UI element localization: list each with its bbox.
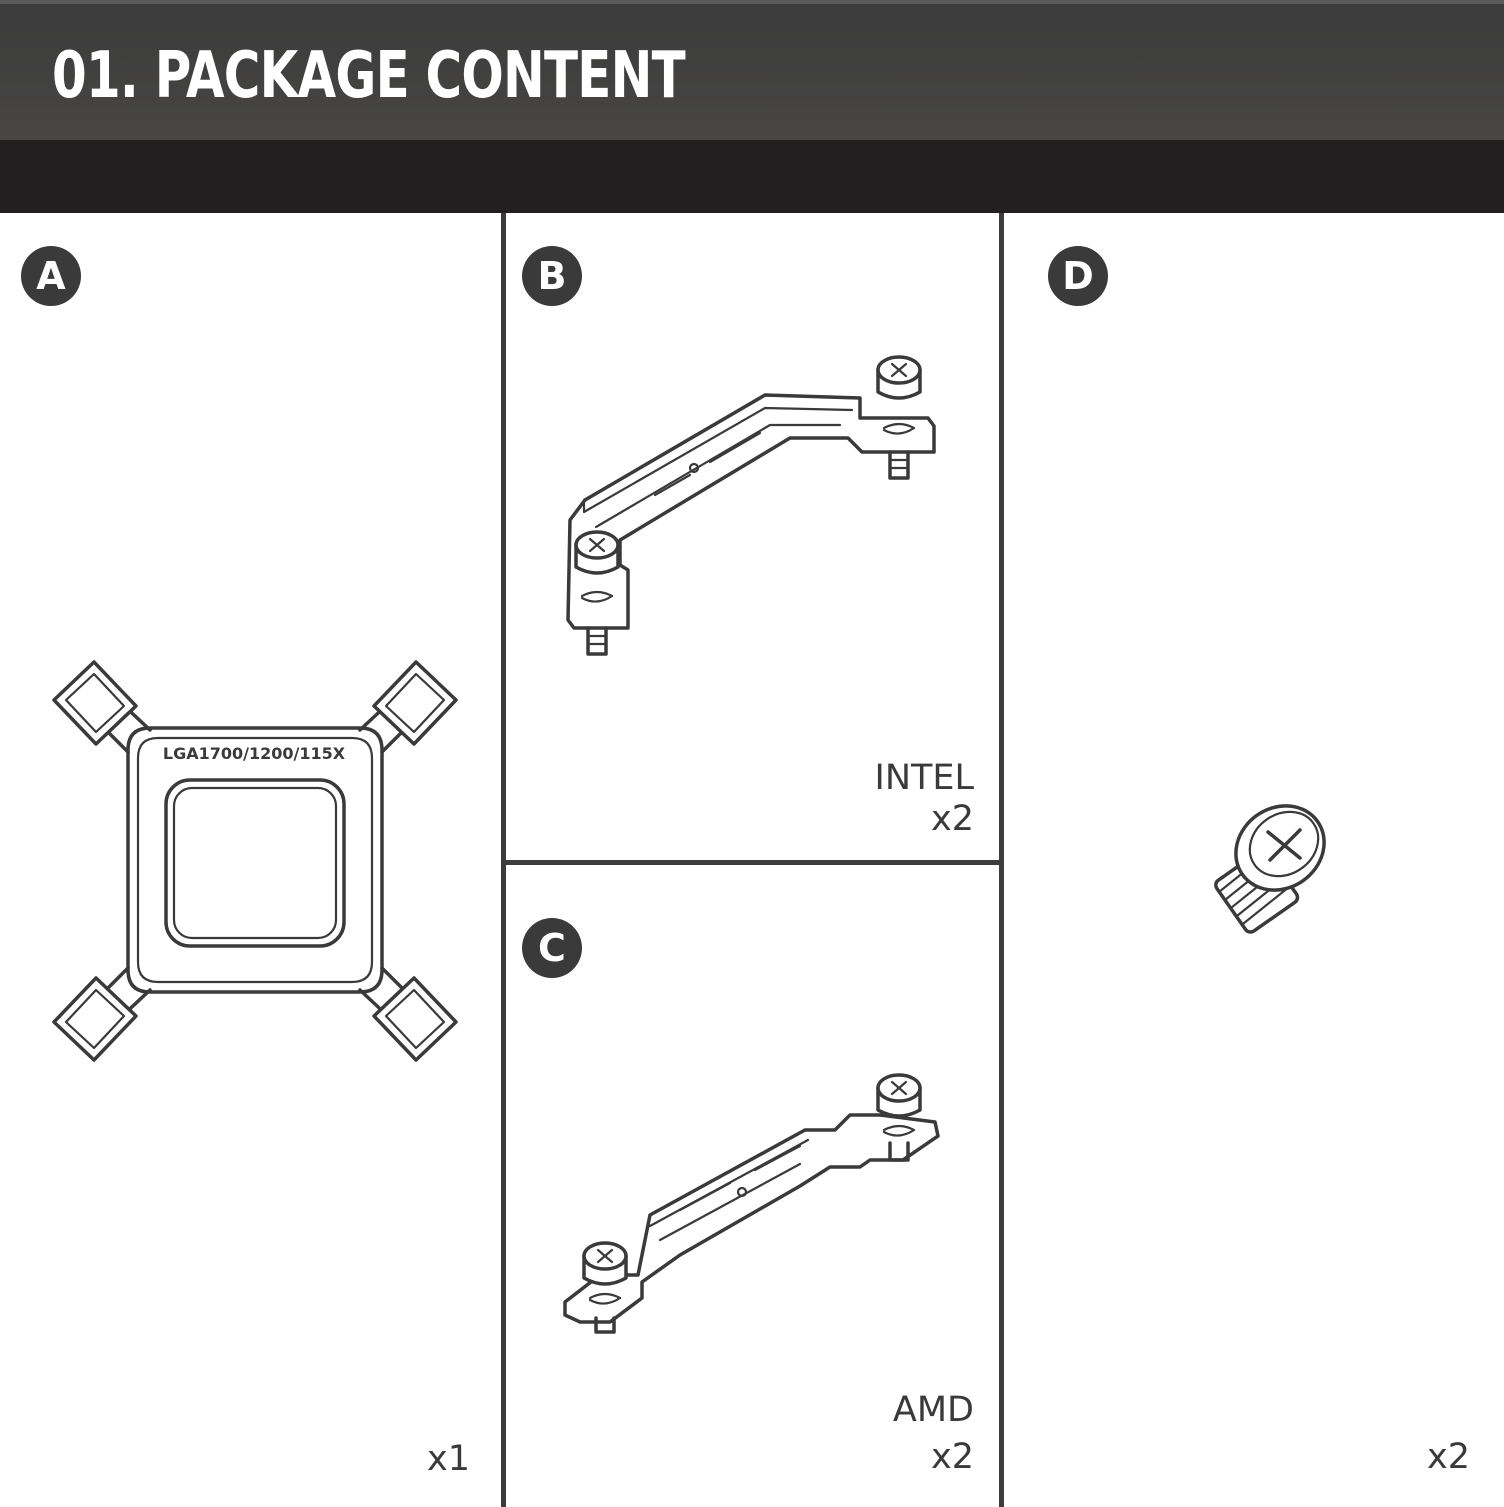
quantity-c: x2 — [931, 1437, 974, 1477]
badge-c: C — [522, 918, 582, 978]
backplate-arm-bottom-left — [52, 966, 152, 1062]
intel-bracket-body — [566, 393, 936, 630]
backplate-arm-top-right — [358, 660, 458, 754]
platform-label-intel: INTEL — [874, 758, 975, 798]
badge-a: A — [21, 246, 81, 306]
divider-b-c — [501, 860, 1004, 865]
quantity-a: x1 — [427, 1439, 470, 1479]
header-band — [0, 140, 1504, 213]
backplate-arm-bottom-right — [358, 966, 458, 1062]
badge-b: B — [522, 246, 582, 306]
screw-head — [1234, 804, 1326, 892]
backplate-socket-label: LGA1700/1200/115X — [163, 744, 346, 763]
page-title: 01. PACKAGE CONTENT — [52, 39, 686, 113]
badge-d: D — [1048, 246, 1108, 306]
intel-screw-top — [876, 355, 922, 480]
platform-label-amd: AMD — [892, 1390, 974, 1430]
intel-screw-bottom — [574, 530, 620, 656]
header-bar — [0, 0, 1504, 140]
amd-screw-bottom — [582, 1241, 628, 1334]
amd-screw-top — [876, 1073, 922, 1162]
quantity-b: x2 — [931, 799, 974, 839]
backplate-arm-top-left — [52, 660, 152, 754]
quantity-d: x2 — [1427, 1437, 1470, 1477]
amd-bracket-body — [563, 1113, 940, 1324]
